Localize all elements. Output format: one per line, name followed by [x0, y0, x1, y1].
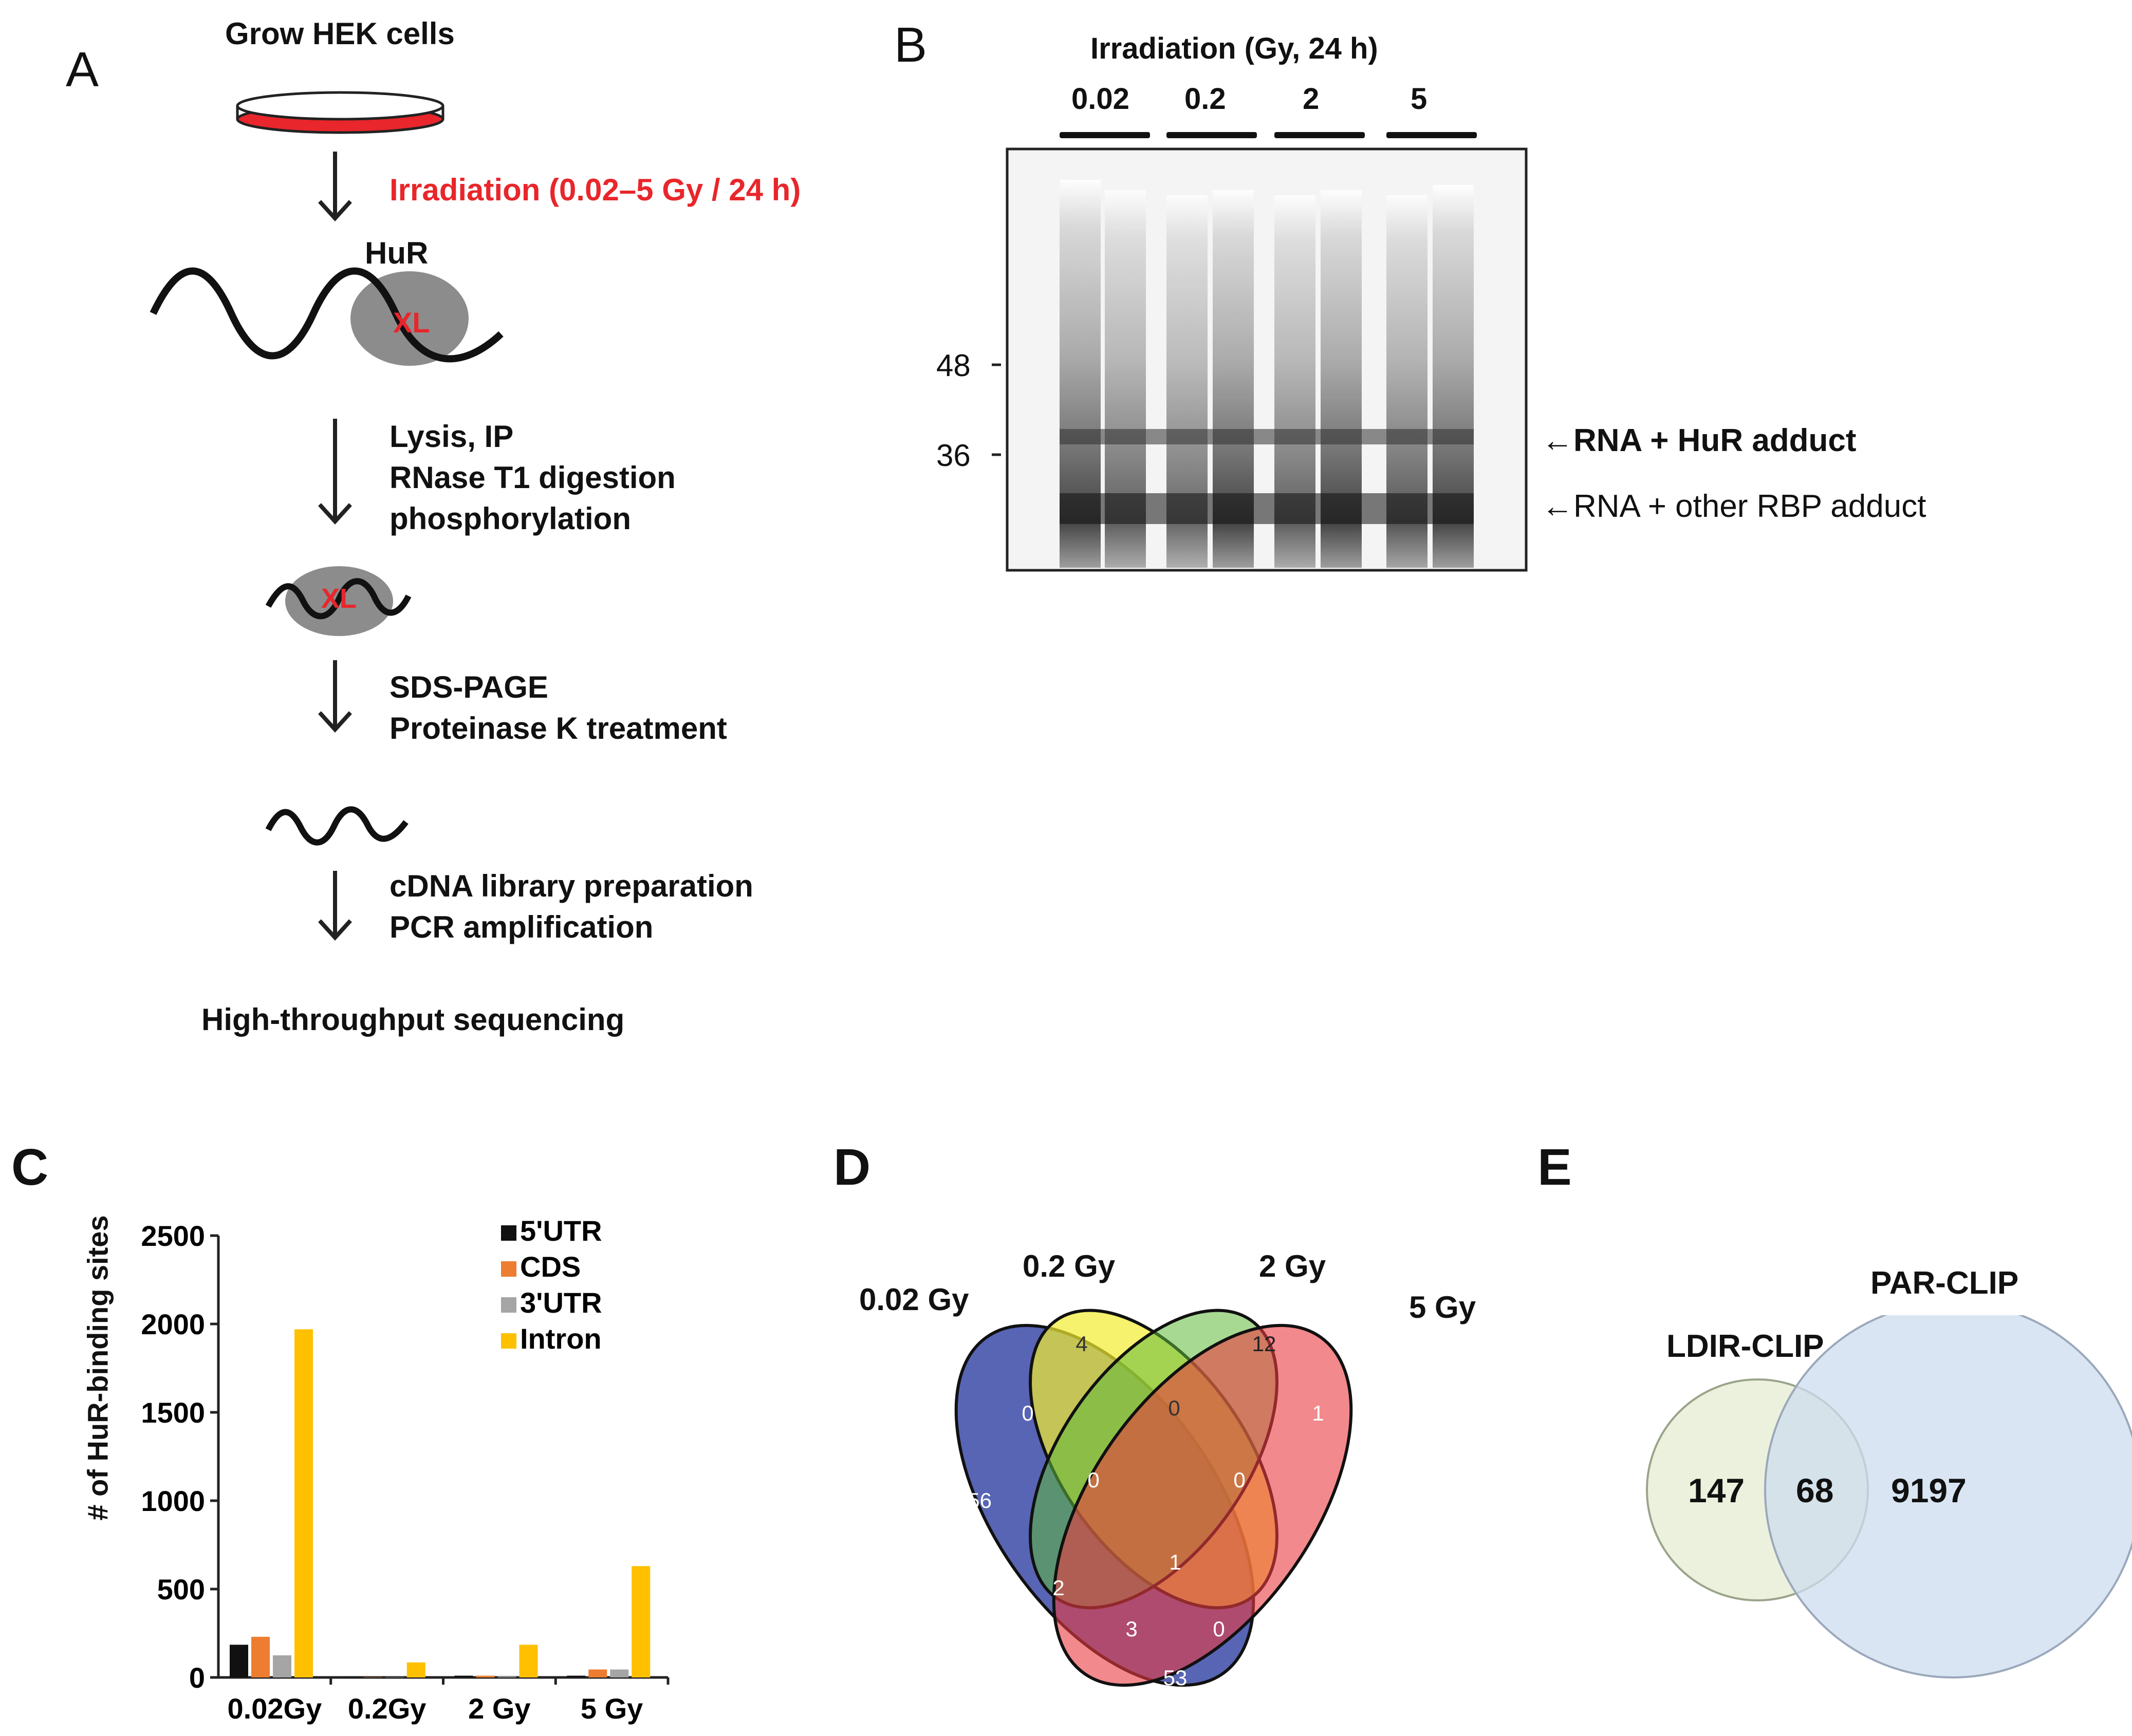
- venn-ad: 53: [1163, 1666, 1188, 1690]
- bar-3'UTR-0.02Gy: [273, 1655, 291, 1677]
- panel-a-letter: A: [66, 42, 99, 97]
- bar-Intron-2 Gy: [519, 1645, 538, 1677]
- hur-label: HuR: [365, 236, 429, 270]
- legend-swatch: [501, 1297, 516, 1313]
- venn-ab: 0: [1022, 1401, 1033, 1425]
- step-phosphorylation: phosphorylation: [390, 501, 631, 536]
- crosslink-label-small: XL: [321, 583, 357, 614]
- legend-label: 5'UTR: [520, 1215, 602, 1247]
- venn-bc: 0: [1168, 1396, 1180, 1420]
- panel-e-letter: E: [1537, 1138, 1572, 1196]
- y-tick-label: 2500: [141, 1220, 205, 1252]
- crosslink-label: XL: [393, 306, 430, 339]
- bar-Intron-0.2Gy: [406, 1662, 425, 1677]
- irradiation-label: Irradiation (0.02–5 Gy / 24 h): [390, 173, 801, 207]
- dose-label-1: 0.02: [1071, 82, 1129, 116]
- step-cdna: cDNA library preparation: [390, 869, 753, 903]
- panel-c-letter: C: [11, 1138, 49, 1196]
- venn-abd: 0: [1213, 1617, 1225, 1641]
- c-ylabel: # of HuR-binding sites: [81, 1215, 114, 1521]
- venn-ac: 2: [1052, 1576, 1064, 1600]
- legend-swatch: [501, 1225, 516, 1241]
- set-label-002: 0.02 Gy: [859, 1282, 969, 1317]
- bar-CDS-5 Gy: [588, 1669, 607, 1677]
- x-category-label: 0.02Gy: [228, 1692, 322, 1725]
- gel-image: [992, 132, 1528, 572]
- step-rnase: RNase T1 digestion: [390, 460, 676, 495]
- bar-Intron-5 Gy: [632, 1566, 651, 1677]
- venn-d-only: 20: [1368, 1488, 1392, 1513]
- marker-36: 36: [936, 438, 971, 473]
- free-rna-icon: [265, 806, 409, 846]
- down-arrow-icon: [318, 152, 352, 941]
- y-tick-label: 0: [189, 1662, 205, 1694]
- legend-swatch: [501, 1333, 516, 1349]
- bar-5'UTR-0.02Gy: [230, 1645, 248, 1677]
- y-tick-label: 1500: [141, 1396, 205, 1429]
- y-tick-label: 1000: [141, 1485, 205, 1517]
- panel-b-letter: B: [894, 17, 928, 72]
- y-tick-label: 500: [157, 1573, 205, 1606]
- bar-3'UTR-5 Gy: [610, 1669, 629, 1677]
- par-clip-circle: [1764, 1315, 2132, 1678]
- ldir-clip-label: LDIR-CLIP: [1666, 1329, 1824, 1364]
- x-category-label: 2 Gy: [468, 1692, 530, 1725]
- set-label-5: 5 Gy: [1409, 1290, 1476, 1324]
- small-rna-hur-icon: [265, 566, 412, 636]
- bar-Intron-0.02Gy: [294, 1329, 313, 1677]
- legend-label: Intron: [520, 1322, 602, 1355]
- bar-CDS-0.02Gy: [251, 1636, 270, 1677]
- panel-a-diagram: [150, 91, 504, 941]
- rna-hur-complex-icon: [150, 267, 504, 366]
- final-step: High-throughput sequencing: [201, 1002, 625, 1037]
- venn-c-only: 12: [1252, 1332, 1276, 1356]
- grow-cells-label: Grow HEK cells: [225, 16, 455, 51]
- x-category-label: 0.2Gy: [348, 1692, 427, 1725]
- legend-label: CDS: [520, 1250, 581, 1283]
- y-tick-label: 2000: [141, 1308, 205, 1340]
- par-clip-label: PAR-CLIP: [1870, 1265, 2019, 1301]
- bar-5'UTR-5 Gy: [567, 1675, 586, 1677]
- x-category-label: 5 Gy: [581, 1692, 643, 1725]
- venn-bd: 0: [1285, 1576, 1296, 1600]
- overlap-value: 68: [1796, 1471, 1834, 1509]
- venn-cd: 1: [1312, 1401, 1324, 1425]
- binding-sites-chart: 0 500 1000 1500 2000 2500 0.02Gy 0.2Gy 2 Gy 5 Gy 5…: [141, 1215, 670, 1725]
- dose-label-3: 2: [1303, 82, 1320, 116]
- dose-label-2: 0.2: [1184, 82, 1226, 116]
- venn-abc: 0: [1087, 1468, 1099, 1492]
- panel-d-letter: D: [833, 1138, 871, 1196]
- venn-bcd: 0: [1233, 1468, 1245, 1492]
- bar-5'UTR-2 Gy: [454, 1675, 473, 1677]
- bar-CDS-2 Gy: [476, 1675, 495, 1677]
- set-label-2: 2 Gy: [1259, 1249, 1326, 1283]
- bar-3'UTR-2 Gy: [497, 1676, 516, 1677]
- marker-48: 48: [936, 348, 971, 383]
- gel-header: Irradiation (Gy, 24 h): [1090, 32, 1378, 65]
- venn-a-only: 156: [956, 1488, 992, 1513]
- venn-four-set: 156 4 12 20 0 0 1 0 0 2 1 0 3 0 53: [954, 1309, 1392, 1690]
- legend-swatch: [501, 1261, 516, 1277]
- step-pcr: PCR amplification: [390, 910, 654, 944]
- par-only-value: 9197: [1891, 1471, 1967, 1509]
- venn-abcd: 1: [1169, 1550, 1181, 1574]
- step-sds-page: SDS-PAGE: [390, 670, 548, 704]
- venn-acd: 3: [1125, 1617, 1137, 1641]
- set-label-02: 0.2 Gy: [1023, 1249, 1116, 1283]
- venn-set-5: [1052, 1323, 1353, 1687]
- ldir-only-value: 147: [1688, 1471, 1745, 1509]
- step-lysis: Lysis, IP: [390, 419, 514, 454]
- petri-dish-icon: [236, 91, 444, 134]
- venn-b-only: 4: [1076, 1332, 1087, 1356]
- gel-bands: [1060, 429, 1474, 524]
- hur-adduct-annotation: ←RNA + HuR adduct: [1542, 423, 1857, 458]
- venn-two-set: [1646, 1315, 2132, 1678]
- other-rbp-annotation: ←RNA + other RBP adduct: [1542, 489, 1926, 524]
- dose-label-4: 5: [1411, 82, 1427, 116]
- legend-label: 3'UTR: [520, 1286, 602, 1319]
- step-proteinase: Proteinase K treatment: [390, 711, 727, 745]
- lane-group-bars: [1060, 132, 1477, 138]
